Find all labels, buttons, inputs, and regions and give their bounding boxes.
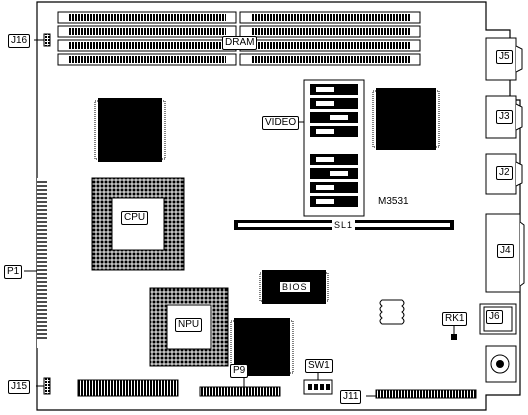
sw1-switch — [303, 379, 333, 395]
label-j6: J6 — [486, 310, 503, 324]
label-video: VIDEO — [262, 116, 300, 130]
label-model: M3531 — [378, 196, 409, 207]
npu-socket — [149, 287, 229, 367]
label-sl1: SL1 — [332, 220, 356, 230]
label-j3: J3 — [496, 110, 513, 124]
p1-edge-connector — [37, 178, 47, 348]
label-j4: J4 — [497, 244, 514, 258]
label-npu: NPU — [175, 318, 203, 332]
label-j11: J11 — [340, 390, 362, 404]
bottom-left-header — [77, 379, 179, 397]
chip-left — [98, 98, 162, 162]
chip-video-controller — [376, 88, 436, 150]
label-sw1: SW1 — [305, 359, 333, 373]
j11-header — [375, 389, 477, 399]
crystal-outline — [379, 299, 405, 325]
label-p9: P9 — [230, 364, 249, 378]
label-j16: J16 — [8, 34, 31, 48]
label-j2: J2 — [496, 166, 513, 180]
connector-bottom-right — [485, 345, 517, 383]
label-dram: DRAM — [222, 36, 258, 50]
label-j5: J5 — [496, 50, 513, 64]
video-ram-chips — [303, 79, 365, 217]
j16-header — [43, 33, 51, 47]
label-cpu: CPU — [121, 211, 149, 225]
label-bios: BIOS — [280, 282, 310, 292]
dram-simm-sockets — [57, 11, 421, 66]
j15-header — [43, 377, 51, 395]
p9-header — [199, 386, 281, 397]
label-j15: J15 — [8, 380, 31, 394]
label-p1: P1 — [4, 265, 23, 279]
rk1-resistor — [451, 334, 457, 340]
label-rk1: RK1 — [442, 312, 468, 326]
